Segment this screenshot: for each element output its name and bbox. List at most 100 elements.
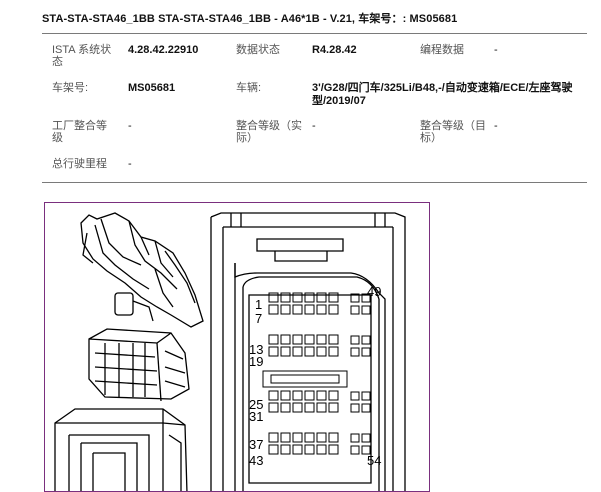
pin-cavity-small [361, 305, 371, 315]
pin-label-31: 31 [249, 409, 263, 424]
pin-cavity [280, 304, 291, 315]
pin-cavity [280, 402, 291, 413]
pin-cavity [268, 292, 279, 303]
latch-bar [262, 370, 348, 388]
pin-cavity-small [361, 335, 371, 345]
latch-slot [270, 374, 340, 384]
pin-cavity [292, 346, 303, 357]
page-title: STA-STA-STA46_1BB STA-STA-STA46_1BB - A4… [42, 13, 458, 25]
pin-cavity [268, 444, 279, 455]
pin-cavity [280, 334, 291, 345]
pin-cavity-small [350, 391, 360, 401]
programming-data-value: - [494, 44, 498, 56]
pin-cavity [292, 304, 303, 315]
pin-cavity [328, 334, 339, 345]
pin-cavity-small [350, 403, 360, 413]
pin-cavity [328, 390, 339, 401]
pin-cavity [304, 444, 315, 455]
actual-level-value: - [312, 120, 316, 132]
pin-label-19: 19 [249, 354, 263, 369]
pin-cavity [292, 432, 303, 443]
factory-level-label: 工厂整合等级 [52, 120, 107, 144]
pin-cavity [304, 402, 315, 413]
ista-status-value: 4.28.42.22910 [128, 44, 199, 56]
pin-cavity-small [350, 433, 360, 443]
pin-cavity [328, 432, 339, 443]
pin-cavity-small [350, 293, 360, 303]
pin-cavity [304, 390, 315, 401]
pin-cavity [316, 292, 327, 303]
pin-label-37: 37 [249, 437, 263, 452]
connector-diagram: 1 7 13 19 25 31 37 43 49 54 [44, 202, 430, 492]
actual-level-label: 整合等级（实际） [236, 120, 302, 144]
pin-cavity [268, 390, 279, 401]
programming-data-label: 编程数据 [420, 44, 464, 56]
pin-cavity [316, 432, 327, 443]
pin-cavity [292, 444, 303, 455]
pin-cavity [280, 432, 291, 443]
vehicle-label: 车辆: [236, 82, 262, 94]
top-divider [42, 33, 587, 34]
pin-cavity [268, 334, 279, 345]
pin-cavity [304, 292, 315, 303]
pin-cavity [280, 292, 291, 303]
vin-label: 车架号: [52, 82, 89, 94]
pin-cavity [292, 334, 303, 345]
pin-cavity [292, 402, 303, 413]
pin-cavity [268, 432, 279, 443]
factory-level-value: - [128, 120, 132, 132]
mileage-label: 总行驶里程 [52, 158, 107, 170]
pin-cavity [316, 444, 327, 455]
connector-cover-drawing [80, 212, 204, 328]
pin-label-54: 54 [367, 453, 381, 468]
pin-label-13: 13 [249, 342, 263, 357]
vehicle-value: 3'/G28/四门车/325Li/B48,-/自动变速箱/ECE/左座驾驶型/2… [312, 82, 573, 107]
pin-cavity-small [350, 335, 360, 345]
vin-value: MS05681 [128, 82, 176, 94]
pin-cavity [328, 402, 339, 413]
pin-cavity [304, 334, 315, 345]
pin-grid [262, 292, 371, 455]
pin-cavity [304, 346, 315, 357]
mileage-value: - [128, 158, 132, 170]
pin-cavity-small [361, 391, 371, 401]
connector-drawing: 1 7 13 19 25 31 37 43 49 54 [54, 212, 406, 491]
pin-cavity [304, 432, 315, 443]
pin-cavity [292, 390, 303, 401]
pin-cavity [280, 390, 291, 401]
pin-cavity-small [361, 403, 371, 413]
pin-cavity [280, 346, 291, 357]
pin-cavity [316, 304, 327, 315]
data-status-value: R4.28.42 [312, 44, 357, 56]
pin-label-43: 43 [249, 453, 263, 468]
bottom-divider [42, 182, 587, 183]
pin-cavity [268, 402, 279, 413]
pin-cavity [328, 304, 339, 315]
data-status-label: 数据状态 [236, 44, 280, 56]
pin-cavity-small [361, 445, 371, 455]
pin-cavity-small [361, 433, 371, 443]
pin-cavity-small [350, 305, 360, 315]
pin-cavity-small [350, 347, 360, 357]
pin-cavity [268, 346, 279, 357]
pin-cavity [328, 346, 339, 357]
pin-cavity [304, 304, 315, 315]
pin-cavity [316, 390, 327, 401]
pin-cavity [328, 292, 339, 303]
pin-label-49: 49 [367, 284, 381, 299]
target-level-value: - [494, 120, 498, 132]
pin-label-7: 7 [255, 311, 262, 326]
pin-cavity [328, 444, 339, 455]
target-level-label: 整合等级（目标） [420, 120, 486, 144]
pin-cavity-small [361, 347, 371, 357]
pin-label-1: 1 [255, 297, 262, 312]
pin-cavity-small [350, 445, 360, 455]
pin-cavity [268, 304, 279, 315]
pin-cavity [316, 402, 327, 413]
pin-cavity [292, 292, 303, 303]
terminal-block-drawing [88, 328, 190, 402]
housing-drawing [54, 408, 188, 491]
pin-cavity [316, 334, 327, 345]
ista-status-label: ISTA 系统状态 [52, 44, 112, 68]
pin-cavity [280, 444, 291, 455]
